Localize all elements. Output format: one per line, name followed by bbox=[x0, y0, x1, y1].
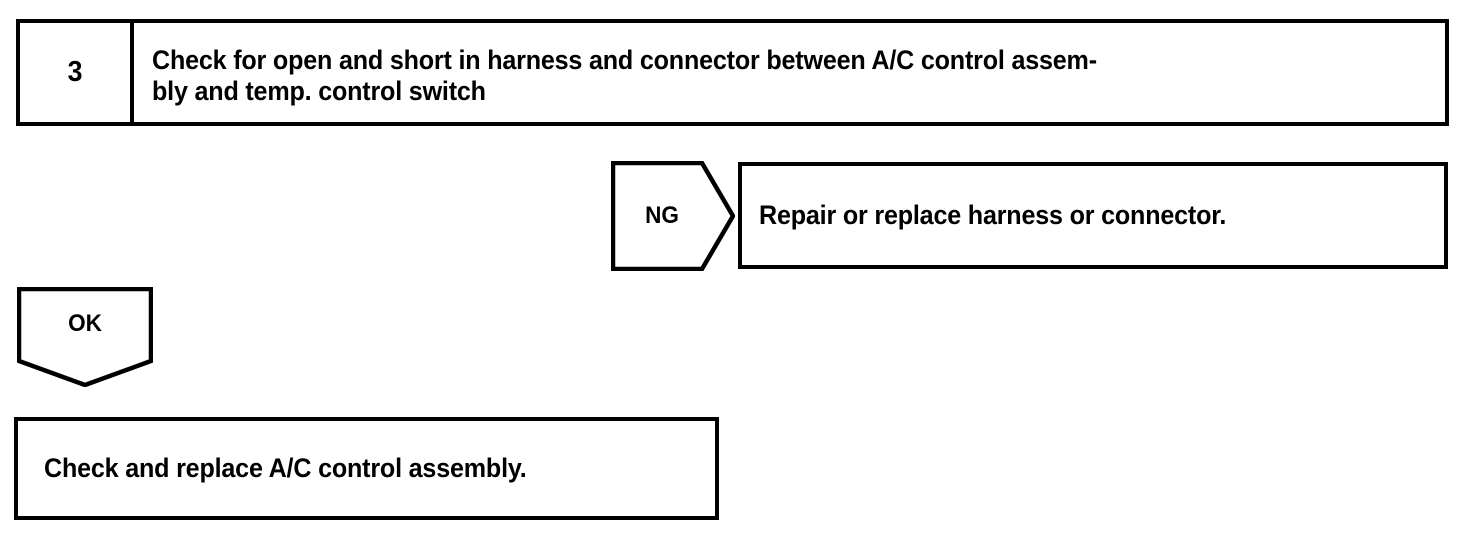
step-instruction-cell: Check for open and short in harness and … bbox=[138, 23, 1445, 122]
ok-arrow-shape bbox=[17, 287, 153, 387]
ok-label: OK bbox=[68, 310, 102, 337]
ok-branch-arrow: OK bbox=[17, 287, 153, 387]
step-number: 3 bbox=[67, 56, 83, 88]
step-instruction-text: Check for open and short in harness and … bbox=[152, 45, 1097, 107]
ng-result-text: Repair or replace harness or connector. bbox=[759, 199, 1227, 230]
step-box: 3 Check for open and short in harness an… bbox=[16, 19, 1449, 126]
ng-label: NG bbox=[645, 202, 679, 229]
ng-arrow-shape bbox=[611, 161, 735, 271]
ng-result-box: Repair or replace harness or connector. bbox=[738, 162, 1448, 269]
ng-branch-arrow: NG bbox=[611, 161, 735, 271]
ok-result-text: Check and replace A/C control assembly. bbox=[44, 452, 527, 483]
step-number-cell: 3 bbox=[20, 23, 134, 122]
ok-result-box: Check and replace A/C control assembly. bbox=[14, 417, 719, 520]
